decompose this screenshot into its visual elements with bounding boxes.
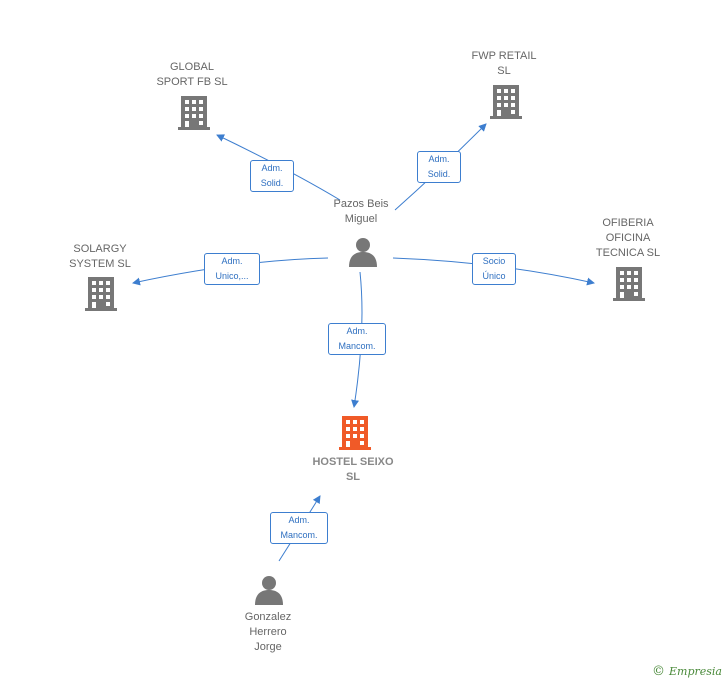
brand-logo: © Empresia (652, 664, 722, 679)
node-label-pazos[interactable]: Pazos Beis Miguel (333, 198, 389, 225)
building-icon[interactable] (178, 96, 210, 130)
person-icon[interactable] (349, 238, 377, 267)
node-label-hostel[interactable]: HOSTEL SEIXO SL (312, 456, 394, 483)
node-label-ofiberia[interactable]: OFIBERIA OFICINA TECNICA SL (595, 217, 661, 259)
edge-label-pazos-fwp: Adm. Solid. (417, 151, 461, 183)
building-icon[interactable] (339, 416, 371, 450)
edge-label-pazos-solargy: Adm. Unico,... (204, 253, 260, 285)
edge-label-pazos-global: Adm. Solid. (250, 160, 294, 192)
node-label-gonzalez[interactable]: Gonzalez Herrero Jorge (244, 611, 292, 653)
node-label-global-sport[interactable]: GLOBAL SPORT FB SL (156, 61, 228, 88)
edge-label-pazos-hostel: Adm. Mancom. (328, 323, 386, 355)
node-label-solargy[interactable]: SOLARGY SYSTEM SL (69, 243, 131, 270)
node-label-fwp-retail[interactable]: FWP RETAIL SL (471, 50, 537, 77)
copyright-icon: © (652, 664, 665, 679)
edge-label-gonzalez-hostel: Adm. Mancom. (270, 512, 328, 544)
building-icon[interactable] (490, 85, 522, 119)
building-icon[interactable] (85, 277, 117, 311)
person-icon[interactable] (255, 576, 283, 605)
building-icon[interactable] (613, 267, 645, 301)
brand-name: Empresia (669, 665, 722, 678)
edge-label-pazos-ofiberia: Socio Único (472, 253, 516, 285)
